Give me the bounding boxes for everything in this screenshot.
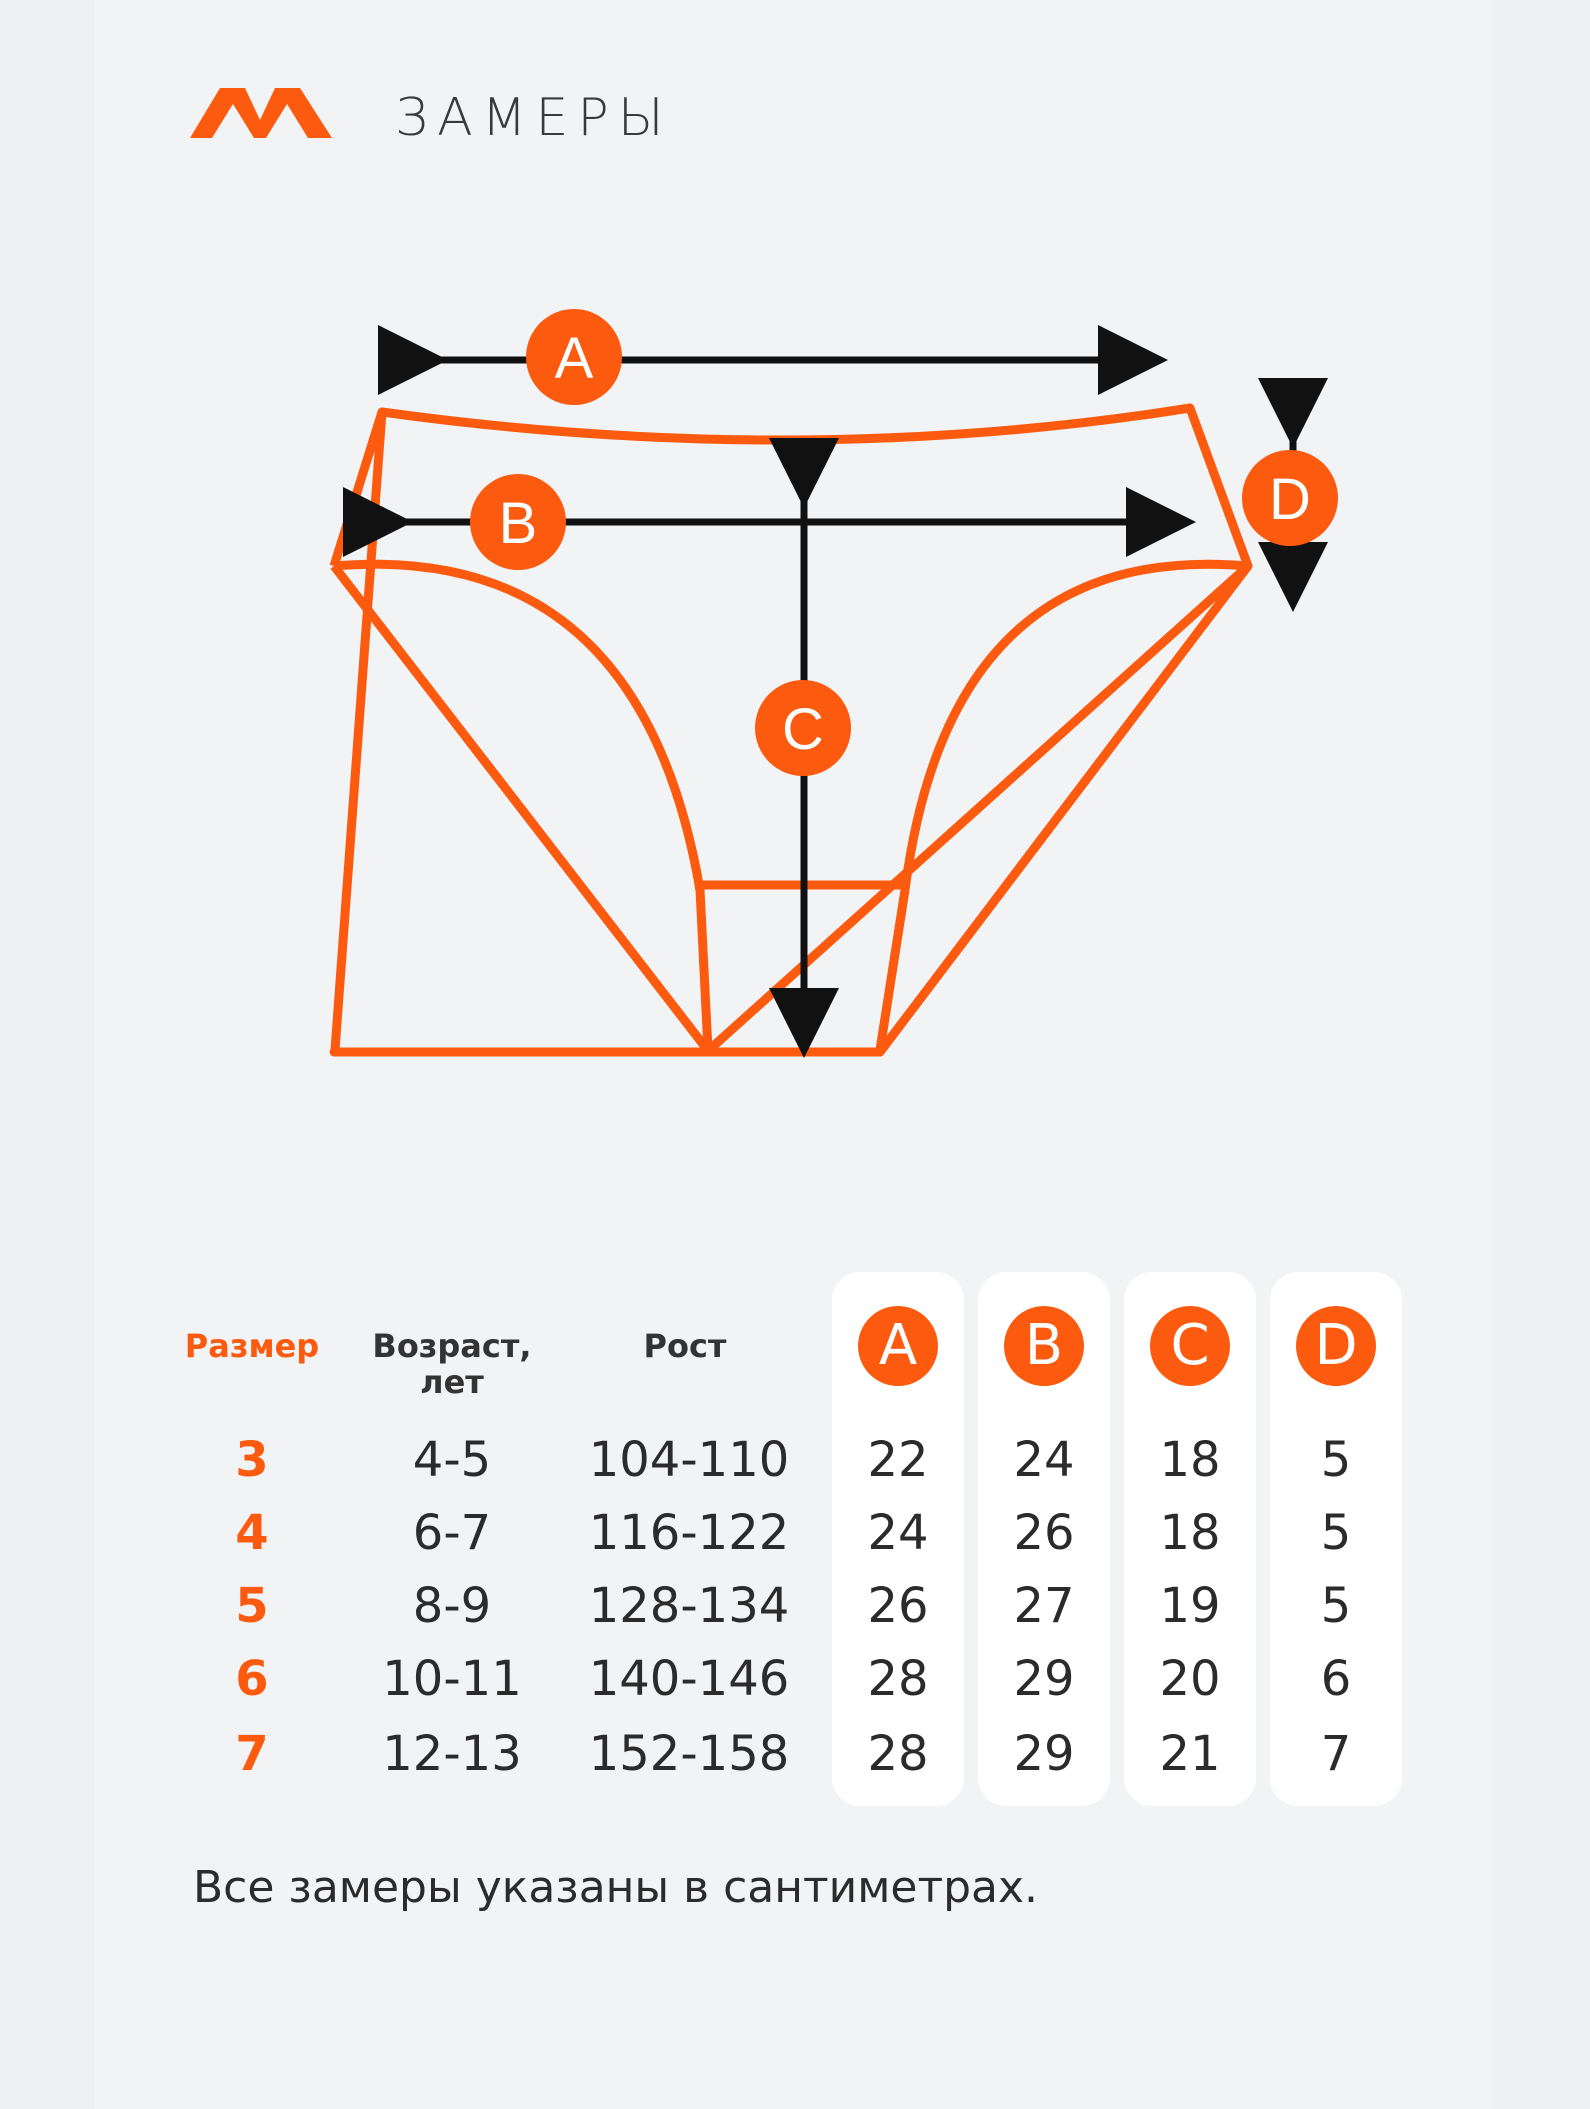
cell-c: 21 <box>1159 1726 1221 1782</box>
cell-height: 104-110 <box>588 1432 790 1488</box>
cell-a: 22 <box>867 1432 929 1488</box>
cell-age: 12-13 <box>382 1726 522 1782</box>
column-card-b: B <box>978 1272 1110 1806</box>
cell-d: 7 <box>1320 1726 1352 1782</box>
brand-logo-icon <box>190 88 332 138</box>
header-badge-c: C <box>1150 1306 1230 1386</box>
cell-size: 4 <box>235 1505 269 1561</box>
cell-age: 10-11 <box>382 1651 522 1707</box>
label-c-badge: C <box>755 680 851 776</box>
cell-c: 19 <box>1159 1578 1221 1634</box>
cell-c: 20 <box>1159 1651 1221 1707</box>
cell-size: 3 <box>235 1432 269 1488</box>
column-card-d: D <box>1270 1272 1402 1806</box>
cell-b: 26 <box>1013 1505 1075 1561</box>
cell-d: 5 <box>1320 1432 1352 1488</box>
measurement-diagram: A B C D <box>329 309 1338 1058</box>
header-badge-a: A <box>858 1306 938 1386</box>
cell-size: 5 <box>235 1578 269 1634</box>
cell-d: 5 <box>1320 1505 1352 1561</box>
label-c: C <box>782 697 824 762</box>
header-age-line1: Возраст, <box>372 1327 532 1365</box>
header-size: Размер <box>184 1327 320 1365</box>
column-card-a: A <box>832 1272 964 1806</box>
page-title: ЗАМЕРЫ <box>395 88 673 148</box>
cell-height: 116-122 <box>588 1505 790 1561</box>
cell-b: 24 <box>1013 1432 1075 1488</box>
cell-b: 27 <box>1013 1578 1075 1634</box>
cell-height: 128-134 <box>588 1578 790 1634</box>
label-b-badge: B <box>470 474 566 570</box>
header-badge-d: D <box>1296 1306 1376 1386</box>
cell-age: 8-9 <box>412 1578 492 1634</box>
cell-b: 29 <box>1013 1726 1075 1782</box>
label-b: B <box>499 491 538 556</box>
footnote: Все замеры указаны в сантиметрах. <box>193 1862 1039 1913</box>
label-a: A <box>555 326 594 391</box>
cell-a: 24 <box>867 1505 929 1561</box>
cell-size: 7 <box>235 1726 269 1782</box>
header-age-line2: лет <box>420 1363 484 1401</box>
cell-c: 18 <box>1159 1432 1221 1488</box>
cell-height: 152-158 <box>588 1726 790 1782</box>
header-height: Рост <box>643 1327 727 1365</box>
cell-age: 6-7 <box>412 1505 492 1561</box>
label-a-badge: A <box>526 309 622 405</box>
cell-d: 5 <box>1320 1578 1352 1634</box>
cell-b: 29 <box>1013 1651 1075 1707</box>
header-badge-b: B <box>1004 1306 1084 1386</box>
cell-d: 6 <box>1320 1651 1352 1707</box>
label-d-badge: D <box>1242 450 1338 546</box>
cell-a: 28 <box>867 1651 929 1707</box>
column-card-c: C <box>1124 1272 1256 1806</box>
cell-age: 4-5 <box>412 1432 492 1488</box>
cell-c: 18 <box>1159 1505 1221 1561</box>
cell-a: 26 <box>867 1578 929 1634</box>
header-age: Возраст, лет <box>352 1328 552 1400</box>
cell-size: 6 <box>235 1651 269 1707</box>
cell-a: 28 <box>867 1726 929 1782</box>
cell-height: 140-146 <box>588 1651 790 1707</box>
label-d: D <box>1269 467 1311 532</box>
